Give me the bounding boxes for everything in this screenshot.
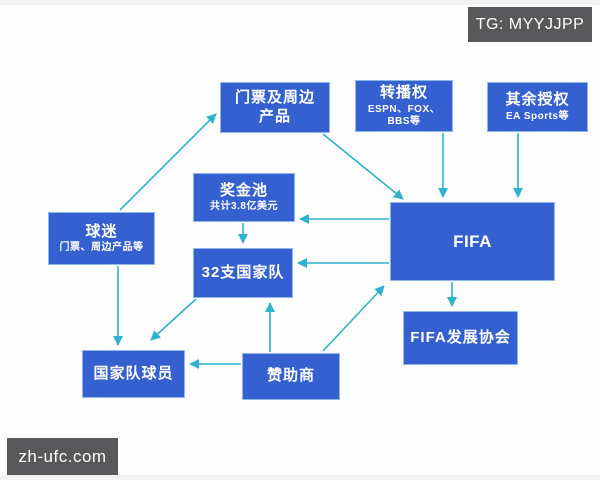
node-sponsors: 赞助商 xyxy=(242,353,340,400)
node-fifa: FIFA xyxy=(390,202,555,281)
node-broadcast-rights: 转播权 ESPN、FOX、BBS等 xyxy=(355,80,453,132)
node-sponsors-label: 赞助商 xyxy=(266,367,315,385)
node-tickets-label: 门票及周边产品 xyxy=(234,88,315,125)
node-fifa-label: FIFA xyxy=(453,231,492,251)
node-fifa-development-label: FIFA发展协会 xyxy=(410,328,511,346)
telegram-badge: TG: MYYJJPP xyxy=(468,7,592,42)
node-fans-sublabel: 门票、周边产品等 xyxy=(59,242,144,254)
node-team-players: 国家队球员 xyxy=(82,350,185,398)
node-tickets: 门票及周边产品 xyxy=(220,82,330,133)
node-other-licensing: 其余授权 EA Sports等 xyxy=(487,82,588,132)
node-fifa-development: FIFA发展协会 xyxy=(403,311,518,365)
node-licensing-sublabel: EA Sports等 xyxy=(506,110,569,122)
node-licensing-label: 其余授权 xyxy=(505,91,570,109)
node-fans-label: 球迷 xyxy=(85,222,118,240)
node-broadcast-label: 转播权 xyxy=(379,84,428,102)
bottom-edge-strip xyxy=(0,475,600,480)
arrow-teams-to-players xyxy=(150,298,197,341)
node-national-teams: 32支国家队 xyxy=(193,248,293,298)
node-team-players-label: 国家队球员 xyxy=(93,364,174,382)
arrow-tickets-to-fifa xyxy=(322,133,404,200)
node-prize-pool-label: 奖金池 xyxy=(219,181,268,199)
node-prize-pool: 奖金池 共计3.8亿美元 xyxy=(193,173,295,222)
top-edge-strip xyxy=(0,0,600,5)
site-badge: zh-ufc.com xyxy=(7,438,118,475)
node-broadcast-sublabel: ESPN、FOX、BBS等 xyxy=(367,103,441,127)
node-prize-pool-sublabel: 共计3.8亿美元 xyxy=(210,201,278,213)
node-fans: 球迷 门票、周边产品等 xyxy=(48,212,155,265)
arrow-sponsors-to-fifa xyxy=(322,285,385,352)
node-national-teams-label: 32支国家队 xyxy=(201,263,285,281)
